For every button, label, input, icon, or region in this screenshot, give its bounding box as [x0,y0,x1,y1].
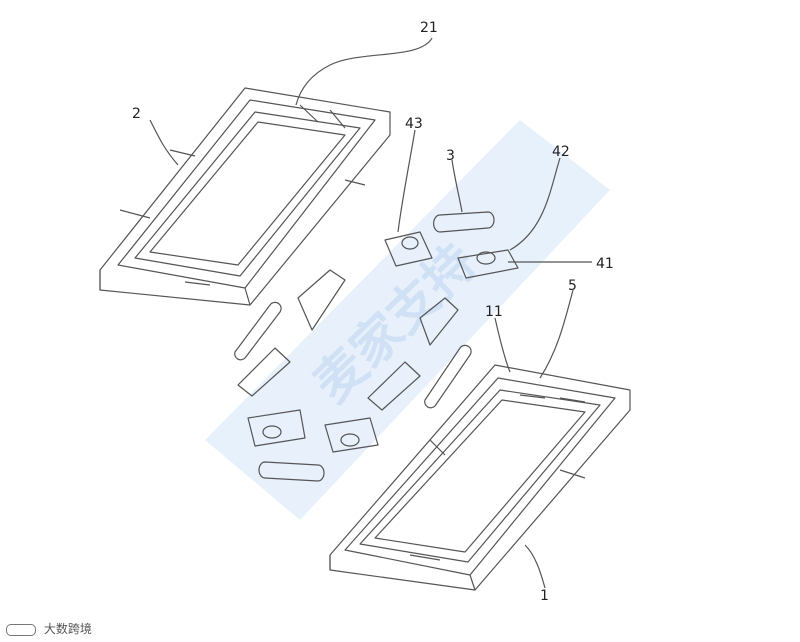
leader-1 [524,544,546,589]
leader-3 [451,159,463,213]
lower-frame-part-1 [329,364,631,591]
label-41: 41 [596,256,614,272]
leader-43 [397,129,416,233]
label-42: 42 [552,144,570,160]
leader-lines [149,37,592,589]
footer-logo-icon [6,623,36,636]
footer-text: 大数跨境 [43,622,92,636]
label-3: 3 [446,148,455,164]
pin-part-3 [433,211,495,233]
label-43: 43 [405,116,423,132]
leader-2 [149,119,179,166]
leader-5 [539,289,574,379]
watermark: 麦家支持 [205,120,610,520]
leader-42 [509,157,561,251]
label-2: 2 [132,106,141,122]
hinge-part-43 [384,231,433,267]
hinge-set-middle [234,269,472,411]
leader-11 [494,317,511,373]
watermark-shape [205,120,610,520]
label-1: 1 [540,588,549,604]
hinge-part-42-41 [457,249,519,279]
label-5: 5 [568,278,577,294]
label-11: 11 [485,304,503,320]
hinge-set-lower [247,409,379,482]
footer-watermark: 大数跨境 [6,620,92,637]
label-21: 21 [420,20,438,36]
leader-21 [295,37,433,106]
reference-labels: 21 2 43 3 42 41 5 11 1 [132,20,614,604]
upper-frame-part-2 [99,87,391,306]
